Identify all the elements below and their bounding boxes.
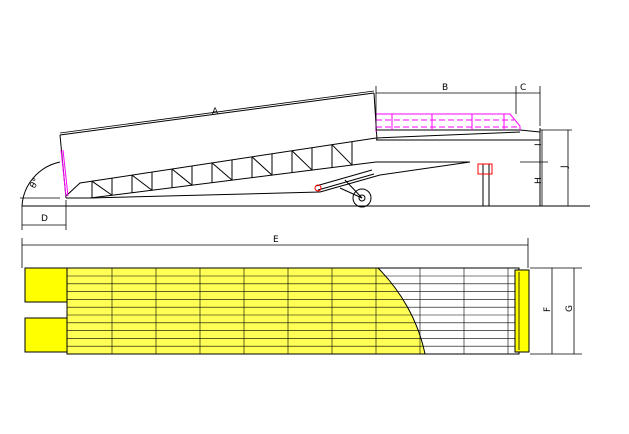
plan-dimensions <box>21 238 582 355</box>
deck-grid <box>67 268 515 354</box>
platform-bumper <box>514 269 530 353</box>
handrail-posts <box>391 114 505 130</box>
ramp-lip-line-b <box>62 149 69 197</box>
ramp-truss-bottom <box>89 191 321 199</box>
ramp-truss-lower-chord <box>66 161 470 199</box>
platform-lip <box>519 129 541 133</box>
side-view <box>22 92 590 208</box>
wheel-hub <box>358 194 366 202</box>
deck-incline-surface <box>66 267 426 355</box>
label-g: G <box>565 305 575 312</box>
wheel <box>352 188 372 208</box>
label-c: C <box>520 83 526 93</box>
angle-label: θ° <box>29 177 43 191</box>
lip-plate-top <box>24 267 68 303</box>
ramp-truss-bottom3 <box>379 161 471 176</box>
ramp-lip <box>60 149 69 197</box>
lip-plate-bottom <box>24 317 68 353</box>
platform-handrail <box>375 113 521 132</box>
truss-diagonal <box>131 174 153 191</box>
wheel-strut-b <box>344 179 363 199</box>
truss-verticals <box>91 141 353 198</box>
truss-diagonal <box>291 150 313 171</box>
label-h: H <box>534 177 544 184</box>
label-j: J <box>560 165 570 169</box>
label-a: A <box>212 107 219 117</box>
label-d: D <box>41 214 48 224</box>
truss-diagonal <box>331 144 353 166</box>
dim-a-line <box>59 90 375 134</box>
ramp-truss-bottom2 <box>319 174 381 193</box>
hydraulic-cylinder-b <box>317 173 375 191</box>
incline-top-edge <box>59 92 375 136</box>
truss-diagonal <box>171 168 193 186</box>
label-f: F <box>543 307 553 312</box>
label-i: I <box>534 143 544 146</box>
ramp-lip-line <box>60 149 67 197</box>
label-b: B <box>442 83 448 93</box>
side-dimensions <box>21 86 572 230</box>
label-e: E <box>273 235 279 245</box>
angle-arc <box>21 161 61 207</box>
truss-diagonal <box>251 156 273 176</box>
ramp-truss-upper-chord <box>65 131 521 197</box>
wheel-strut <box>339 187 363 199</box>
cylinder-pivot <box>314 184 322 192</box>
truss-diagonal <box>211 162 233 181</box>
truss-diagonal <box>91 180 113 196</box>
support-leg-foot <box>477 163 493 175</box>
hydraulic-cylinder <box>315 169 373 187</box>
plan-lip-plates <box>24 267 68 353</box>
handrail-top <box>375 113 521 132</box>
